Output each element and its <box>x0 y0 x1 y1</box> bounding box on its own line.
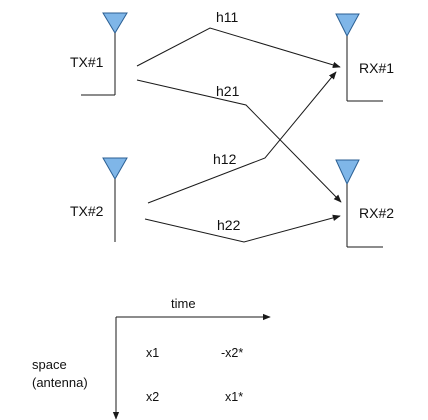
rx1-antenna-icon <box>335 13 383 102</box>
rx2-label: RX#2 <box>359 205 395 221</box>
channel-h21-path <box>136 79 342 203</box>
scheme-cell-r1-c2: -x2* <box>221 346 244 360</box>
time-axis-label: time <box>171 296 196 311</box>
tx2-antenna-icon <box>102 157 128 242</box>
antenna-axis-label: (antenna) <box>32 375 88 390</box>
scheme-cell-r1-c1: x1 <box>146 346 160 360</box>
scheme-cell-r2-c2: x1* <box>225 390 244 404</box>
tx1-label: TX#1 <box>70 54 104 70</box>
space-axis-label: space <box>32 357 67 372</box>
h22-label: h22 <box>217 217 241 233</box>
h21-label: h21 <box>216 83 240 99</box>
channel-h11-path <box>136 27 341 68</box>
channel-h22-path <box>144 214 341 243</box>
rx1-label: RX#1 <box>359 60 395 76</box>
rx2-antenna-icon <box>335 159 383 248</box>
h12-label: h12 <box>213 151 237 167</box>
tx2-label: TX#2 <box>70 203 104 219</box>
h11-label: h11 <box>216 9 239 25</box>
scheme-cell-r2-c1: x2 <box>146 390 160 404</box>
tx1-antenna-icon <box>81 12 128 96</box>
channel-h12-path <box>147 71 337 204</box>
